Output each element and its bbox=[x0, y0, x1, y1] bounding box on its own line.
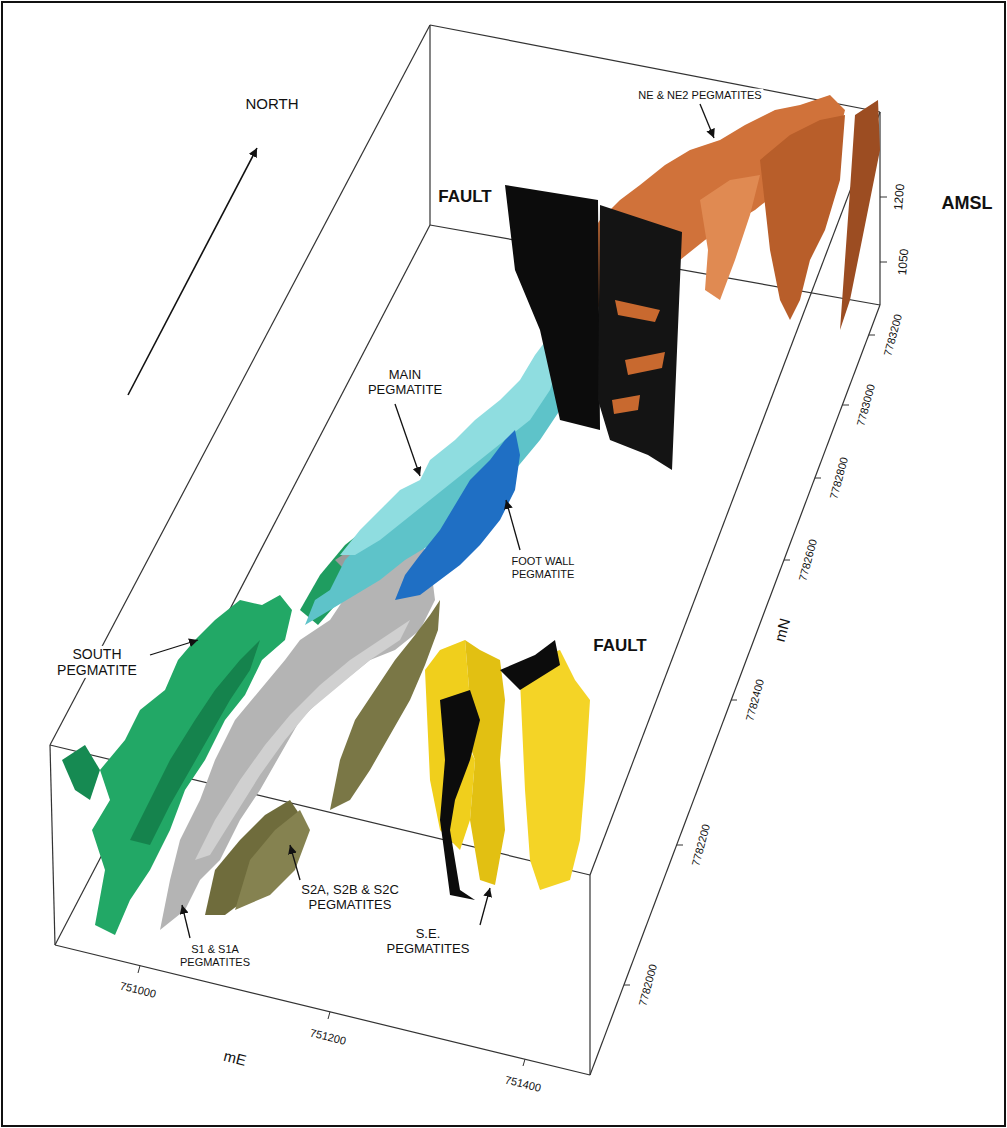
model-box bbox=[50, 25, 880, 1075]
axis-tick: 7782200 bbox=[689, 821, 713, 870]
direction-label: NORTH bbox=[243, 95, 300, 112]
callout-label: S2A, S2B & S2C PEGMATITES bbox=[294, 883, 406, 913]
footwall-pegmatite bbox=[395, 430, 520, 600]
axis-tick: 1050 bbox=[896, 246, 912, 278]
axis-tick: 7782600 bbox=[796, 536, 820, 585]
axis-tick: 751400 bbox=[502, 1073, 545, 1095]
axis-tick: 7783000 bbox=[854, 381, 878, 430]
north-arrow bbox=[128, 148, 257, 395]
fault-label: FAULT bbox=[591, 636, 649, 656]
axis-tick: 751000 bbox=[117, 979, 160, 1001]
axis-tick: 7782800 bbox=[827, 454, 851, 503]
callout-label: S.E. PEGMATITES bbox=[384, 927, 472, 957]
axis-tick: 1200 bbox=[892, 181, 908, 213]
callout-label: MAIN PEGMATITE bbox=[364, 368, 446, 398]
fault-label: FAULT bbox=[436, 187, 494, 207]
axis-tick: 7783200 bbox=[881, 311, 905, 360]
se-fault bbox=[440, 640, 560, 900]
axis-title: mE bbox=[220, 1046, 250, 1069]
callout-label: S1 & S1A PEGMATITES bbox=[173, 943, 258, 968]
s2-pegmatites bbox=[205, 600, 440, 915]
leader-arrows bbox=[150, 104, 714, 938]
axis-title: AMSL bbox=[940, 193, 995, 214]
callout-label: SOUTH PEGMATITE bbox=[51, 646, 143, 678]
axis-title: mN bbox=[770, 615, 794, 646]
axis-tick: 7782400 bbox=[743, 676, 767, 725]
fault-plane bbox=[505, 185, 682, 470]
callout-label: FOOT WALL PEGMATITE bbox=[503, 555, 583, 580]
axis-tick: 7782000 bbox=[636, 961, 660, 1010]
s1-pegmatites bbox=[160, 540, 435, 930]
callout-label: NE & NE2 PEGMATITES bbox=[636, 89, 763, 102]
axis-tick: 751200 bbox=[307, 1026, 350, 1048]
